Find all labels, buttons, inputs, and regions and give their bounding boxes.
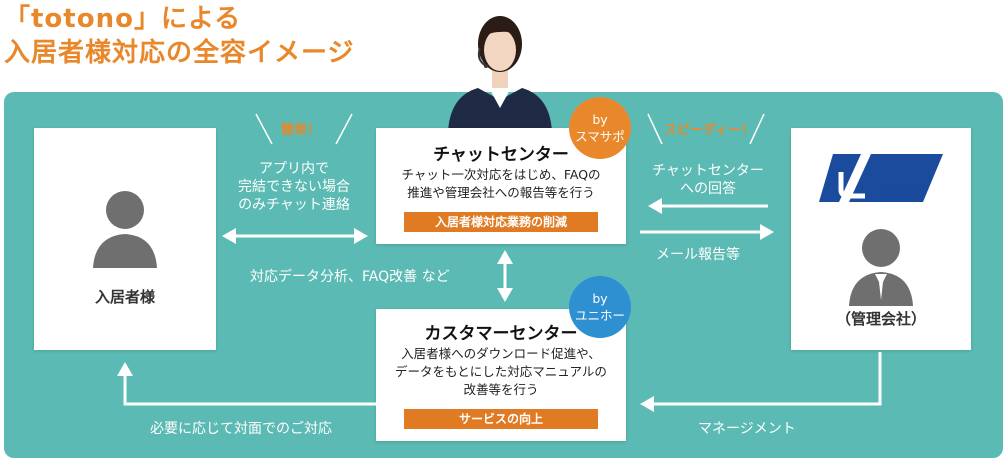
diagram-title: 「totono」による 入居者様対応の全容イメージ xyxy=(4,2,354,70)
reply-line-1: チャットセンター xyxy=(652,163,764,179)
easy-label: 簡単！ xyxy=(281,123,321,138)
reply-arrow xyxy=(648,198,768,214)
app-only-line-3: のみチャット連絡 xyxy=(238,197,350,213)
app-only-label: アプリ内で 完結できない場合 のみチャット連絡 xyxy=(216,160,372,214)
face-to-face-arrow xyxy=(117,362,376,406)
face-to-face-label: 必要に応じて対面でのご対応 xyxy=(150,421,332,437)
easy-slash-marks xyxy=(255,113,353,145)
customer-center-box: カスタマーセンター 入居者様へのダウンロード促進や、 データをもとにした対応マニ… xyxy=(376,309,626,441)
reply-label: チャットセンター への回答 xyxy=(640,162,776,198)
uniho-logo-text: Uniho xyxy=(879,184,925,200)
app-only-line-1: アプリ内で xyxy=(259,161,329,177)
chat-center-title: チャットセンター xyxy=(433,145,569,165)
chat-center-desc-line-2: 推進や管理会社への報告等を行う xyxy=(407,185,595,200)
management-arrow xyxy=(640,352,882,412)
resident-chat-double-arrow xyxy=(222,228,368,244)
resident-person-icon xyxy=(93,191,157,268)
uniho-logo-icon xyxy=(819,154,943,202)
customer-center-desc-line-1: 入居者様へのダウンロード促進や、 xyxy=(401,346,601,361)
reply-line-2: への回答 xyxy=(680,181,736,197)
speedy-label: スピーディー！ xyxy=(664,123,755,138)
customer-badge-line-1: by xyxy=(592,291,608,306)
title-line-1: 「totono」による xyxy=(4,4,242,34)
chat-center-desc: チャット一次対応をはじめ、FAQの 推進や管理会社への報告等を行う xyxy=(376,166,626,202)
operator-illustration xyxy=(448,16,552,132)
customer-center-bar: サービスの向上 xyxy=(404,409,598,429)
mail-report-arrow xyxy=(640,224,774,240)
speedy-slash-marks xyxy=(647,113,765,145)
resident-label: 入居者様 xyxy=(94,288,155,306)
customer-center-desc-line-3: 改善等を行う xyxy=(463,382,539,397)
customer-center-title: カスタマーセンター xyxy=(424,324,578,344)
app-only-line-2: 完結できない場合 xyxy=(238,179,350,195)
customer-center-desc: 入居者様へのダウンロード促進や、 データをもとにした対応マニュアルの 改善等を行… xyxy=(376,345,626,399)
customer-badge-line-2: ユニホー xyxy=(574,308,625,323)
chat-badge-line-2: スマサポ xyxy=(575,129,625,144)
resident-box: 入居者様 xyxy=(34,128,216,350)
chat-center-badge: by スマサポ xyxy=(569,97,631,159)
management-label: （管理会社） xyxy=(835,310,926,328)
mail-report-label: メール報告等 xyxy=(656,247,740,263)
analysis-label: 対応データ分析、FAQ改善 など xyxy=(250,269,450,285)
title-line-2: 入居者様対応の全容イメージ xyxy=(4,38,355,68)
chat-badge-line-1: by xyxy=(592,112,608,127)
management-flow-label: マネージメント xyxy=(698,421,796,437)
customer-center-badge: by ユニホー xyxy=(569,276,631,338)
chat-center-desc-line-1: チャット一次対応をはじめ、FAQの xyxy=(401,167,601,182)
customer-center-desc-line-2: データをもとにした対応マニュアルの xyxy=(395,364,607,379)
management-box: Uniho （管理会社） xyxy=(791,128,971,350)
chat-customer-double-arrow xyxy=(497,250,513,302)
chat-center-bar: 入居者様対応業務の削減 xyxy=(404,212,598,232)
manager-person-icon xyxy=(849,229,913,306)
